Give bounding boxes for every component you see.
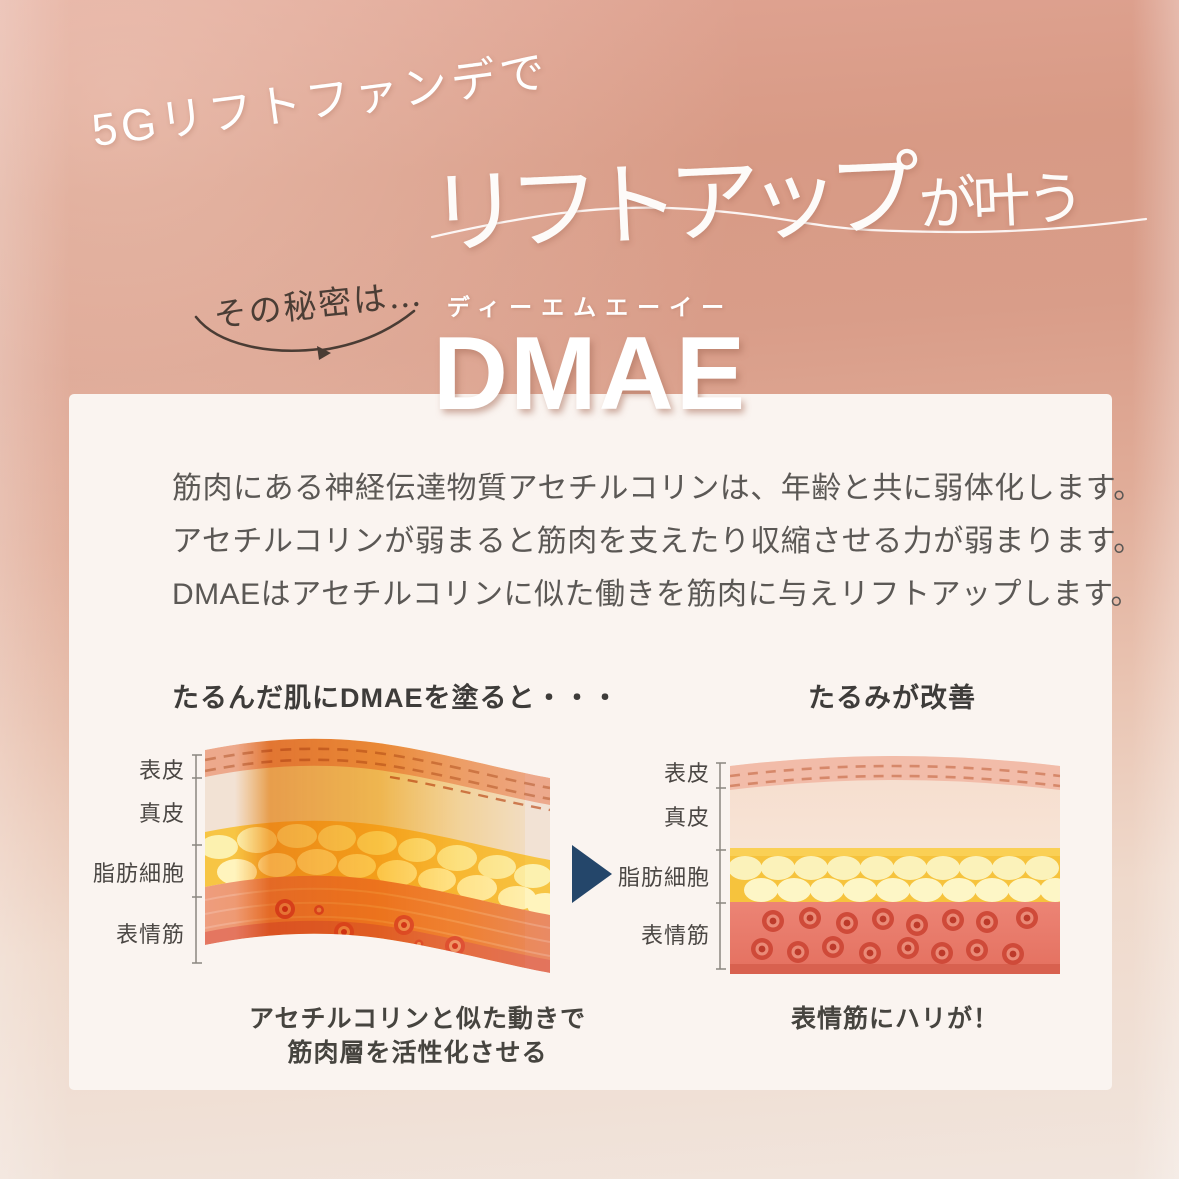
label-dermis: 真皮 [138,801,185,826]
body-line: アセチルコリンが弱まると筋肉を支えたり収縮させる力が弱まります。 [172,525,1144,558]
label-fat-cells: 脂肪細胞 [92,861,185,886]
label-facial-muscle: 表情筋 [640,923,710,948]
hero-title: リフトアップ が叶う [425,112,1082,273]
before-caption-line: 筋肉層を活性化させる [287,1039,548,1067]
content-card [69,394,1112,1090]
before-skin-diagram [205,738,550,974]
swoosh-arrow-icon [194,309,416,360]
after-skin-diagram [730,756,1060,974]
label-epidermis: 表皮 [663,761,710,786]
after-layer-bracket [716,762,726,970]
body-line: DMAEはアセチルコリンに似た働きを筋肉に与えリフトアップします。 [172,578,1141,611]
body-copy: 筋肉にある神経伝達物質アセチルコリンは、年齢と共に弱体化します。 アセチルコリン… [172,462,1144,621]
after-caption: 表情筋にハリが！ [790,1005,999,1033]
body-line: 筋肉にある神経伝達物質アセチルコリンは、年齢と共に弱体化します。 [172,472,1144,505]
dmae-title-block: ディーエムエーイー DMAE [395,288,785,426]
before-layer-bracket [192,754,202,964]
hero-title-suffix: が叶う [917,163,1083,239]
after-diagram-title: たるみが改善 [808,683,976,713]
dmae-ruby: ディーエムエーイー [446,294,734,320]
before-caption-line: アセチルコリンと似た動きで [248,1005,586,1033]
dmae-title: DMAE [432,316,748,432]
label-epidermis: 表皮 [138,758,185,783]
hero-title-main: リフトアップ [426,140,911,269]
label-facial-muscle: 表情筋 [115,922,185,947]
label-fat-cells: 脂肪細胞 [617,865,710,890]
before-diagram-title: たるんだ肌にDMAEを塗ると・・・ [172,683,620,713]
before-caption: アセチルコリンと似た動きで 筋肉層を活性化させる [240,1002,595,1070]
wavy-underline-icon [430,206,1148,239]
arrow-right-icon [572,845,612,903]
label-dermis: 真皮 [663,805,710,830]
